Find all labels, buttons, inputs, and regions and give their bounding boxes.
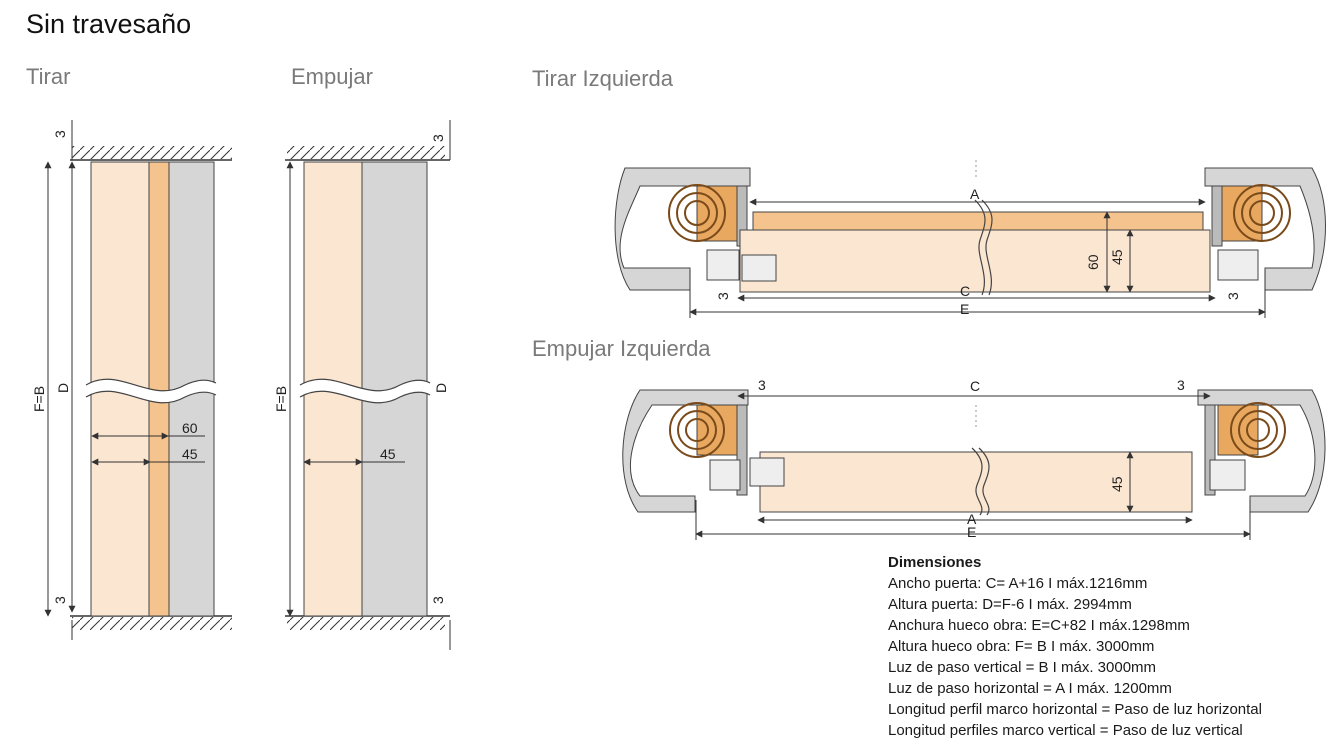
label-45-push: 45 [380, 446, 396, 462]
dimension-line: Luz de paso horizontal = A I máx. 1200mm [888, 680, 1172, 697]
view-title-push-left: Empujar Izquierda [532, 336, 711, 361]
label-fb-push: F=B [273, 386, 289, 412]
plan-push-left: 3 3 C A E 45 [622, 377, 1326, 540]
dimensions-heading: Dimensiones [888, 554, 982, 571]
label-3-top-pull: 3 [52, 130, 68, 138]
view-title-pull: Tirar [26, 64, 71, 89]
dimension-line: Ancho puerta: C= A+16 I máx.1216mm [888, 575, 1148, 592]
page-title: Sin travesaño [26, 9, 192, 39]
label-a-push-left: A [967, 511, 977, 527]
label-3-right-push-left: 3 [1177, 377, 1185, 393]
dimension-line: Longitud perfiles marco vertical = Paso … [888, 722, 1243, 739]
elevation-push: 3 3 F=B D 45 [273, 120, 451, 650]
label-60-pull-left: 60 [1085, 254, 1101, 270]
label-3-bottom-pull: 3 [52, 596, 68, 604]
label-45-pull-left: 45 [1109, 249, 1125, 265]
view-title-pull-left: Tirar Izquierda [532, 66, 674, 91]
dimensions-panel: Dimensiones Ancho puerta: C= A+16 I máx.… [888, 552, 1262, 741]
dimension-line: Anchura hueco obra: E=C+82 I máx.1298mm [888, 617, 1190, 634]
plan-pull-left: A C E 60 45 3 3 [614, 160, 1326, 318]
dimension-line: Longitud perfil marco horizontal = Paso … [888, 701, 1262, 718]
view-title-push: Empujar [291, 64, 373, 89]
elevation-pull: 3 3 F=B D 60 45 [31, 120, 232, 640]
label-e-push-left: E [967, 524, 976, 540]
dimension-line: Luz de paso vertical = B I máx. 3000mm [888, 659, 1157, 676]
label-a-pull-left: A [970, 186, 980, 202]
label-e-pull-left: E [960, 301, 969, 317]
dimension-line: Altura puerta: D=F-6 I máx. 2994mm [888, 596, 1132, 613]
label-3-top-push: 3 [430, 134, 446, 142]
label-d-pull: D [55, 383, 71, 393]
label-3-right-pull-left: 3 [1225, 292, 1241, 300]
label-c-pull-left: C [960, 283, 970, 299]
label-fb-pull: F=B [31, 386, 47, 412]
label-3-left-push-left: 3 [758, 377, 766, 393]
label-3-bottom-push: 3 [430, 596, 446, 604]
label-60-pull: 60 [182, 420, 198, 436]
label-c-push-left: C [970, 378, 980, 394]
label-d-push: D [433, 383, 449, 393]
dimension-line: Altura hueco obra: F= B I máx. 3000mm [888, 638, 1155, 655]
label-45-pull: 45 [182, 446, 198, 462]
label-45-push-left: 45 [1109, 476, 1125, 492]
label-3-left-pull-left: 3 [715, 292, 731, 300]
